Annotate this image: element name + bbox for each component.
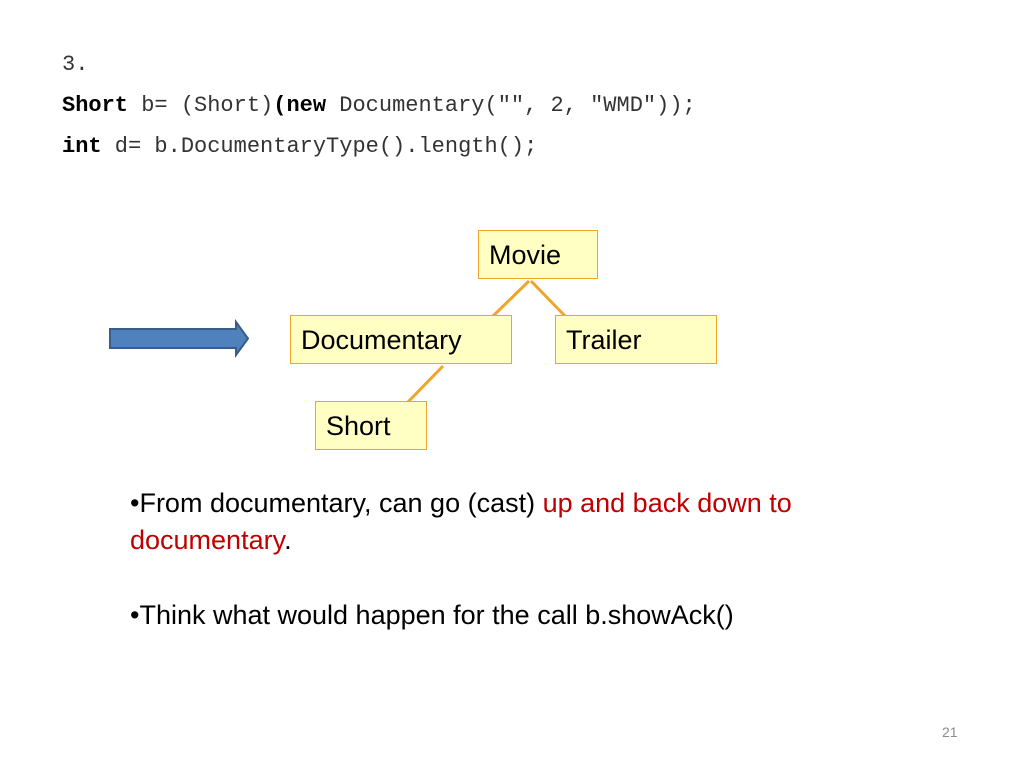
code-text: Documentary("", 2, "WMD")); bbox=[326, 93, 696, 118]
right-arrow-icon bbox=[109, 318, 250, 359]
bullet-point-cast: •From documentary, can go (cast) up and … bbox=[130, 485, 890, 559]
bullet-text: •From documentary, can go (cast) bbox=[130, 488, 543, 518]
code-line-2: Short b= (Short)(new Documentary("", 2, … bbox=[62, 93, 696, 119]
class-box-trailer: Trailer bbox=[555, 315, 717, 364]
code-keyword-short: Short bbox=[62, 93, 129, 118]
bullet-point-showack: •Think what would happen for the call b.… bbox=[130, 600, 734, 630]
code-text: d= b.DocumentaryType().length(); bbox=[101, 134, 538, 159]
class-box-short: Short bbox=[315, 401, 427, 450]
connector-movie-trailer bbox=[529, 279, 568, 319]
slide-number: 21 bbox=[942, 724, 958, 740]
code-keyword-int: int bbox=[62, 134, 102, 159]
code-keyword-new: (new bbox=[273, 93, 327, 118]
highlighted-text: up and back down to documentary bbox=[130, 488, 792, 555]
code-line-3: int d= b.DocumentaryType().length(); bbox=[62, 134, 537, 160]
code-line-1: 3. bbox=[62, 52, 89, 77]
class-box-movie: Movie bbox=[478, 230, 598, 279]
bullet-text: . bbox=[284, 525, 292, 555]
connector-movie-documentary bbox=[490, 279, 531, 319]
connector-documentary-short bbox=[406, 364, 445, 404]
class-box-documentary: Documentary bbox=[290, 315, 512, 364]
code-text: b= (Short) bbox=[128, 93, 274, 118]
